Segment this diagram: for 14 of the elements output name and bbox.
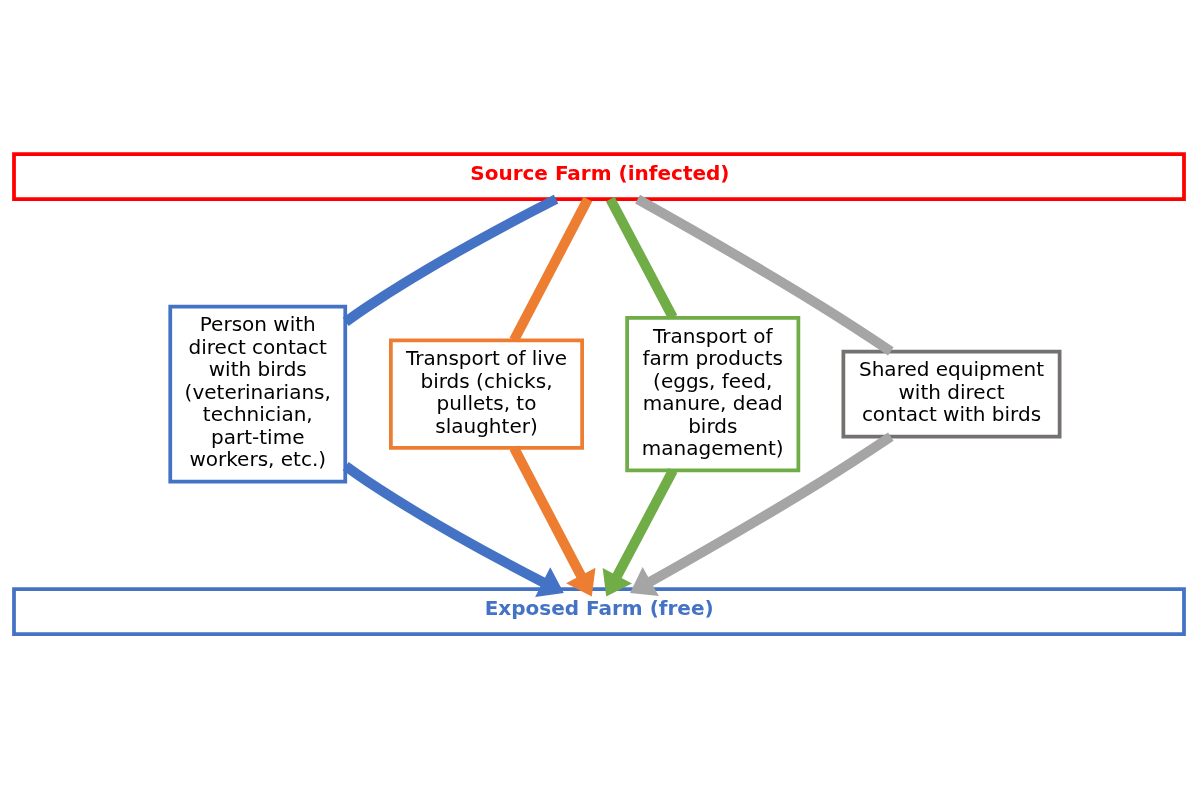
- node-box: Transport of live birds (chicks, pullets, to slaughter): [389, 337, 584, 450]
- node-box: Shared equipment with direct contact with birds: [841, 349, 1062, 438]
- connector: [635, 194, 894, 356]
- connector: [342, 194, 559, 326]
- node-box: Transport of farm products (eggs, feed, manure, dead birds management): [625, 315, 801, 472]
- arrow: [342, 461, 564, 597]
- node-box: Source Farm (infected): [12, 151, 1186, 201]
- arrow: [630, 431, 894, 596]
- connector: [605, 196, 678, 320]
- arrow: [602, 467, 678, 597]
- node-box: Person with direct contact with birds (veterinarians, technician, part-time workers, etc.): [168, 304, 348, 483]
- connector: [509, 196, 593, 342]
- arrow: [509, 445, 596, 596]
- node-box: Exposed Farm (free): [12, 586, 1186, 636]
